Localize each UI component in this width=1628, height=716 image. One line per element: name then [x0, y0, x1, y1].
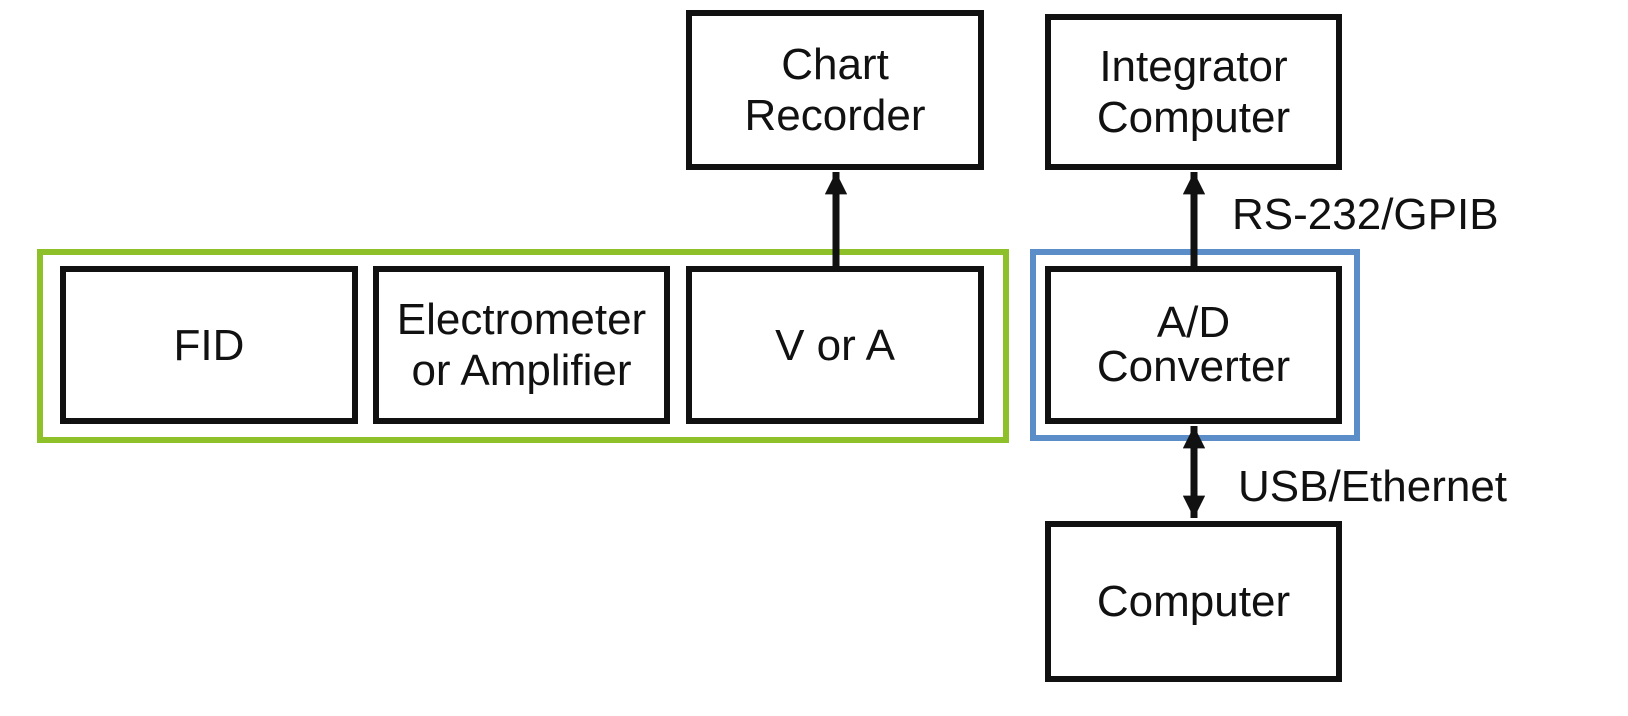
electrometer-label-line2: or Amplifier — [411, 346, 632, 395]
rs232-gpib-label: RS-232/GPIB — [1232, 190, 1499, 239]
integrator-label-line2: Computer — [1096, 93, 1291, 142]
usb-ethernet-label: USB/Ethernet — [1238, 462, 1508, 511]
chart-recorder-block: Chart Recorder — [686, 10, 984, 170]
computer-label: Computer — [1096, 577, 1291, 626]
ad-converter-label-line2: Converter — [1096, 342, 1291, 391]
computer-block: Computer — [1045, 521, 1342, 682]
integrator-label-line1: Integrator — [1099, 42, 1288, 91]
ad-converter-block: A/D Converter — [1045, 266, 1342, 424]
v-or-a-label: V or A — [775, 320, 895, 370]
integrator-computer-block: Integrator Computer — [1045, 14, 1342, 170]
ad-converter-label-line1: A/D — [1156, 298, 1231, 347]
analog-signal-group — [37, 249, 1009, 443]
v-or-a-block: V or A — [686, 266, 984, 424]
electrometer-label-line1: Electrometer — [396, 295, 647, 344]
chart-recorder-label-line2: Recorder — [744, 91, 926, 140]
fid-block: FID — [60, 266, 358, 424]
electrometer-block: Electrometer or Amplifier — [373, 266, 670, 424]
fid-label: FID — [173, 320, 245, 370]
chart-recorder-label-line1: Chart — [781, 40, 889, 89]
